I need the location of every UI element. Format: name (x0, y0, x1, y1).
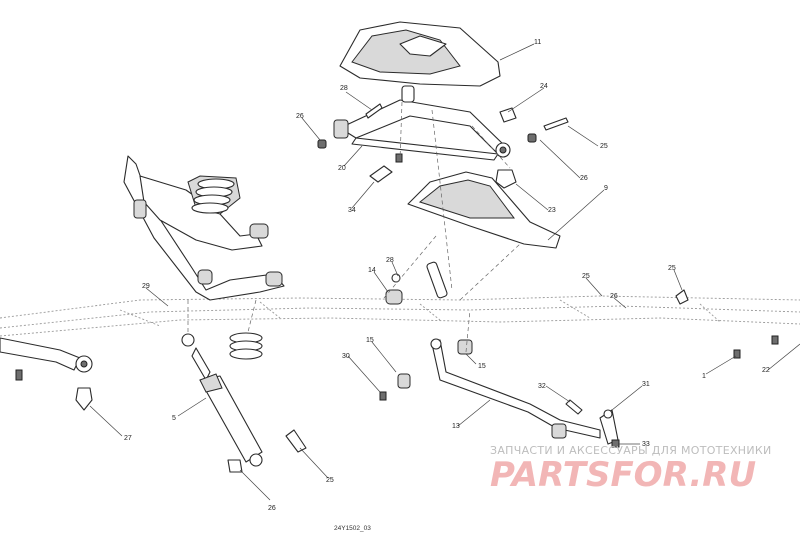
coil-spring-lower (229, 332, 263, 360)
trailing-arm-assembly (123, 155, 285, 301)
callouts: 11 28 24 26 25 20 26 34 9 23 14 28 25 26… (124, 39, 770, 512)
callout: 14 (368, 267, 376, 274)
clip-24 (499, 107, 517, 123)
small-hardware (285, 103, 779, 453)
callout: 34 (348, 207, 356, 214)
callout: 26 (580, 175, 588, 182)
callout: 26 (296, 113, 304, 120)
leader-lines (89, 43, 800, 501)
callout: 15 (366, 337, 374, 344)
bolt-25 (543, 117, 569, 131)
guide-lines (187, 101, 521, 353)
bolt-28 (365, 103, 383, 119)
left-lower-link (0, 337, 93, 411)
ball-joint-23 (495, 169, 517, 189)
callout: 5 (172, 415, 176, 422)
upper-a-arm (333, 85, 511, 161)
callout: 28 (340, 85, 348, 92)
bushings (385, 261, 448, 305)
callout: 29 (142, 283, 150, 290)
nut-upper (395, 153, 403, 163)
callout: 26 (268, 505, 276, 512)
callout: 32 (538, 383, 546, 390)
nut-33 (611, 439, 620, 448)
callout: 30 (342, 353, 350, 360)
callout: 22 (762, 367, 770, 374)
nut-26b (527, 133, 537, 143)
sway-bar (397, 338, 619, 445)
frame-outline (0, 295, 800, 337)
callout: 9 (604, 185, 608, 192)
callout: 11 (534, 39, 541, 46)
callout: 25 (668, 265, 676, 272)
nut-30 (379, 391, 387, 401)
callout: 24 (540, 83, 548, 90)
callout: 33 (642, 441, 650, 448)
bolt-25-right (675, 289, 689, 305)
callout: 26 (610, 293, 618, 300)
callout: 15 (478, 363, 486, 370)
bolt-22 (771, 335, 779, 345)
bolt-32 (565, 399, 583, 415)
callout: 28 (386, 257, 394, 264)
bolt-1 (733, 349, 741, 359)
watermark: ЗАПЧАСТИ И АКСЕССУАРЫ ДЛЯ МОТОТЕХНИКИ PA… (490, 444, 772, 495)
nut-26 (317, 139, 327, 149)
callout: 1 (702, 373, 706, 380)
callout: 25 (326, 477, 334, 484)
shock-absorber (181, 333, 263, 473)
coil-spring-upper (191, 178, 235, 214)
reference-code: 24Y1502_03 (334, 525, 371, 532)
lower-arm-cover (407, 171, 561, 249)
callout: 25 (582, 273, 590, 280)
watermark-tagline: ЗАПЧАСТИ И АКСЕССУАРЫ ДЛЯ МОТОТЕХНИКИ (490, 444, 772, 457)
callout: 25 (600, 143, 608, 150)
callout: 13 (452, 423, 460, 430)
bracket-34 (369, 165, 393, 183)
watermark-logo: PARTSFOR.RU (490, 455, 756, 495)
upper-arm-cover (339, 21, 501, 87)
callout: 23 (548, 207, 556, 214)
callout: 27 (124, 435, 132, 442)
callout: 20 (338, 165, 346, 172)
callout: 31 (642, 381, 650, 388)
bolt-25-lower (285, 429, 307, 453)
